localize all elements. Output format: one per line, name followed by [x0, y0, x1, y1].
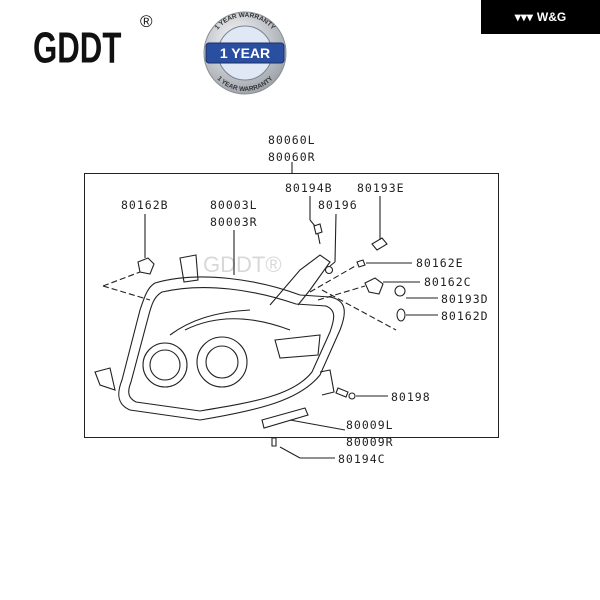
part-label-80193D: 80193D [441, 292, 489, 306]
bulb-80162B [137, 214, 155, 275]
brand-tag: ▾▾▾ W&G [481, 0, 600, 34]
wg-chevrons-icon: ▾▾▾ [514, 10, 533, 24]
warranty-badge: 1 YEAR WARRANTY 1 YEAR WARRANTY 1 YEAR [202, 10, 288, 96]
part-label-80194C: 80194C [338, 452, 386, 466]
socket-80193E [371, 196, 388, 251]
part-label-80003L: 80003L [210, 198, 258, 212]
diagram-frame [84, 173, 499, 438]
screw-80194C [271, 437, 335, 459]
socket-80193D [394, 285, 438, 299]
part-label-80193E: 80193E [357, 181, 405, 195]
part-label-80162C: 80162C [424, 275, 472, 289]
part-label-80196: 80196 [318, 198, 358, 212]
part-label-80162E: 80162E [416, 256, 464, 270]
brand-tag-text: W&G [536, 10, 567, 24]
gddt-logo: GDDT [33, 24, 122, 73]
badge-center-text: 1 YEAR [220, 45, 270, 61]
assembly-label-left: 80060L [268, 133, 316, 147]
part-label-80162D: 80162D [441, 309, 489, 323]
screw-80198 [335, 387, 388, 400]
assembly-label-right: 80060R [268, 150, 316, 164]
part-label-80198: 80198 [391, 390, 431, 404]
bulb-80162D [396, 308, 438, 322]
part-label-80009R: 80009R [346, 435, 394, 449]
bulb-80162E [356, 259, 412, 268]
part-label-80003R: 80003R [210, 215, 258, 229]
part-label-80194B: 80194B [285, 181, 333, 195]
part-label-80162B: 80162B [121, 198, 169, 212]
watermark: GDDT® [203, 252, 282, 277]
headlamp-housing [94, 254, 345, 429]
nut-80196 [324, 213, 337, 275]
registered-mark: ® [140, 12, 153, 31]
part-label-80009L: 80009L [346, 418, 394, 432]
bulb-80162C [364, 277, 420, 295]
screw-80194B [309, 196, 323, 245]
